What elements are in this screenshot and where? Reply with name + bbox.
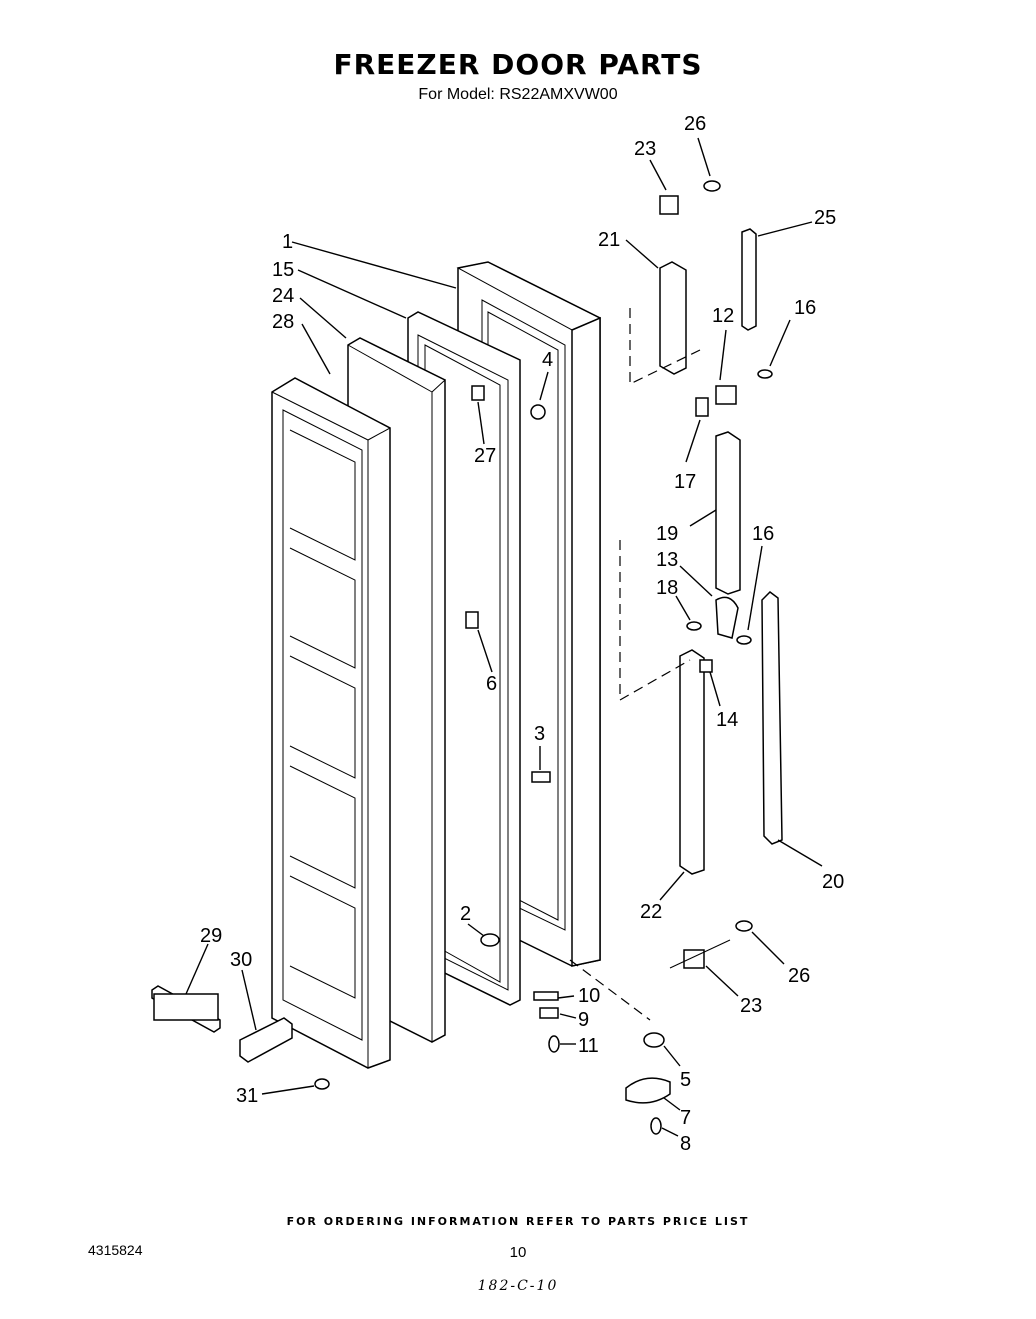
callout-24: 24 (272, 285, 294, 307)
callout-22: 22 (640, 901, 662, 923)
screw-18 (686, 621, 702, 631)
callout-26-top: 26 (684, 113, 706, 135)
hinge-pin-10 (533, 991, 559, 1001)
callout-26-bottom: 26 (788, 965, 810, 987)
door-shelves (289, 429, 356, 999)
callout-3: 3 (534, 723, 545, 745)
callout-23-bottom: 23 (740, 995, 762, 1017)
callout-10: 10 (578, 985, 600, 1007)
screw-16-top (757, 369, 773, 379)
callout-4: 4 (542, 349, 553, 371)
hinge-23-top (659, 195, 679, 215)
assembly-lines (569, 308, 731, 1021)
callout-14: 14 (716, 709, 738, 731)
cap-30 (239, 1017, 293, 1063)
leader-lines (185, 137, 823, 1137)
screw-11 (548, 1035, 560, 1053)
washer-5 (643, 1032, 665, 1048)
shim-17 (695, 397, 709, 417)
document-number: 4315824 (88, 1242, 143, 1258)
screw-26-top (703, 180, 721, 192)
handwritten-note: 182-C-10 (477, 1278, 559, 1294)
callout-7: 7 (680, 1107, 691, 1129)
clip-6 (465, 611, 479, 629)
trim-22 (679, 649, 705, 875)
callout-28: 28 (272, 311, 294, 333)
plug-2 (480, 933, 500, 947)
callout-13: 13 (656, 549, 678, 571)
callout-5: 5 (680, 1069, 691, 1091)
trim-20 (761, 591, 783, 845)
model-subtitle: For Model: RS22AMXVW00 (418, 86, 618, 103)
callout-27: 27 (474, 445, 496, 467)
bracket-12 (715, 385, 737, 405)
hinge-23-bottom (683, 949, 705, 969)
callout-12: 12 (712, 305, 734, 327)
callout-21: 21 (598, 229, 620, 251)
callout-16-mid: 16 (752, 523, 774, 545)
callout-31: 31 (236, 1085, 258, 1107)
callout-18: 18 (656, 577, 678, 599)
callout-11: 11 (578, 1035, 599, 1057)
hinge-7 (625, 1077, 671, 1104)
door-liner (271, 377, 391, 1069)
ordering-note: FOR ORDERING INFORMATION REFER TO PARTS … (286, 1215, 750, 1228)
callout-labels: 1 15 24 28 21 23 26 25 12 16 4 27 17 19 … (200, 113, 844, 1155)
grille-29 (151, 985, 221, 1033)
callout-16-top: 16 (794, 297, 816, 319)
callout-9: 9 (578, 1009, 589, 1031)
callout-8: 8 (680, 1133, 691, 1155)
page-number: 10 (509, 1244, 527, 1261)
screw-8 (650, 1117, 662, 1135)
callout-23-top: 23 (634, 138, 656, 160)
stop-3 (531, 771, 551, 783)
callout-15: 15 (272, 259, 294, 281)
callout-2: 2 (460, 903, 471, 925)
bushing-9 (539, 1007, 559, 1019)
clip-27 (471, 385, 485, 401)
shim-14 (699, 659, 713, 673)
trim-25 (741, 228, 757, 331)
callout-19: 19 (656, 523, 678, 545)
callout-20: 20 (822, 871, 844, 893)
handle-mount-4 (530, 404, 546, 420)
callout-1: 1 (282, 231, 293, 253)
bracket-13 (715, 596, 739, 639)
callout-25: 25 (814, 207, 836, 229)
callout-6: 6 (486, 673, 497, 695)
trim-19 (715, 431, 741, 595)
callout-30: 30 (230, 949, 252, 971)
page-title: FREEZER DOOR PARTS (333, 48, 703, 81)
callout-29: 29 (200, 925, 222, 947)
callout-17: 17 (674, 471, 696, 493)
trim-21 (659, 261, 687, 375)
screw-26-bottom (735, 920, 753, 932)
screw-31 (314, 1078, 330, 1090)
screw-16-mid (736, 635, 752, 645)
